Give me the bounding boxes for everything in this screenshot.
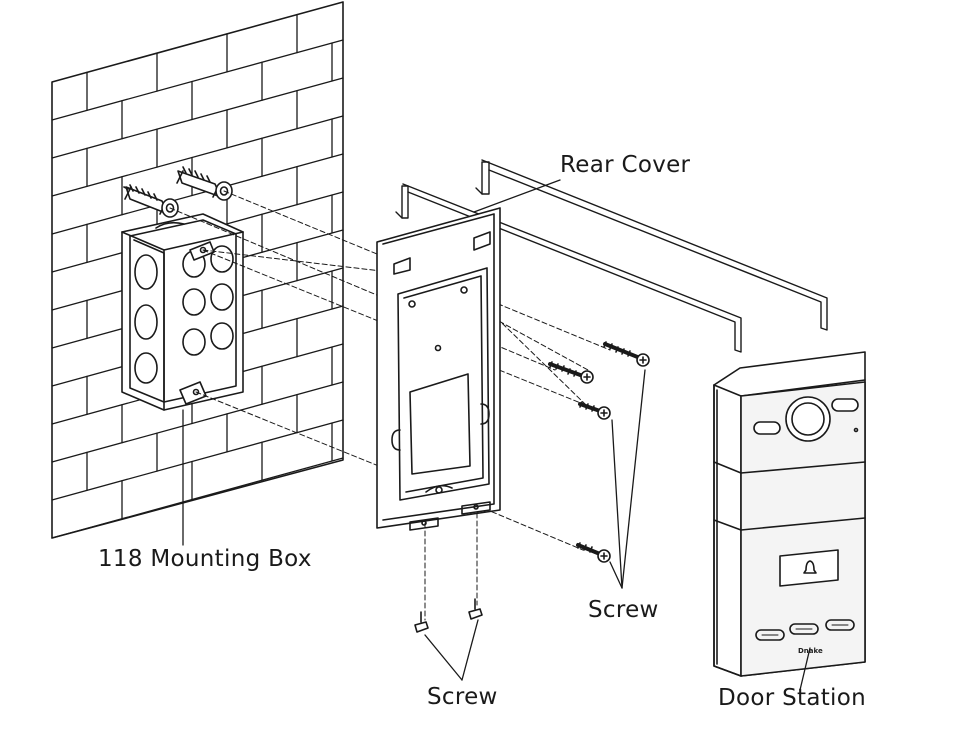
mounting-box-label: 118 Mounting Box: [98, 546, 312, 572]
door-station-guide: [395, 159, 828, 353]
mounting-box: [121, 213, 244, 411]
screw-6: [468, 598, 483, 620]
rear-cover-label: Rear Cover: [560, 152, 691, 178]
rear-cover: [376, 207, 501, 531]
door-station: [713, 351, 866, 677]
screw-bottom-label: Screw: [427, 684, 498, 710]
screw-1: [603, 341, 650, 367]
screw-right-label: Screw: [588, 597, 659, 623]
door-station-label: Door Station: [718, 685, 866, 711]
screw-5: [414, 611, 429, 633]
screw-4: [576, 542, 611, 563]
brand-logo: Dnake: [798, 647, 823, 655]
leader-lines: [182, 179, 811, 691]
wall-anchor-right: [176, 166, 233, 201]
screw-3: [578, 401, 611, 420]
screw-2: [548, 361, 594, 384]
